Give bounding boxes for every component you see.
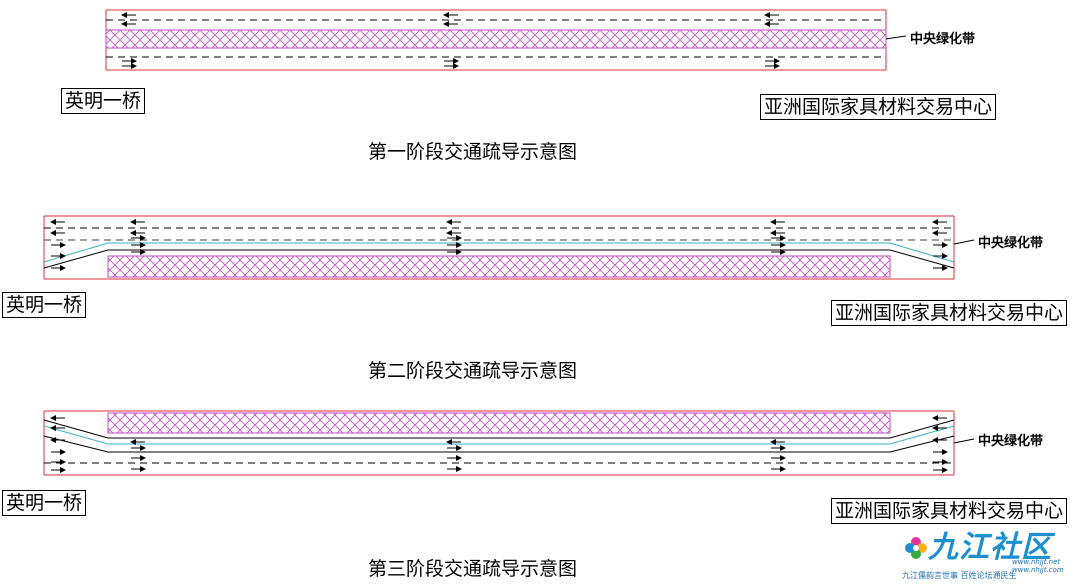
end-location-label: 亚洲国际家具材料交易中心 (831, 498, 1068, 524)
lane-boundary-line (43, 249, 955, 269)
logo-name: 九江社区 (928, 530, 1052, 565)
start-location-label: 英明一桥 (2, 292, 87, 318)
median-leader-line (953, 239, 975, 245)
logo-slogan: 九江儒韵言世事 百姓论坛通民生 (902, 571, 1017, 580)
flower-icon (905, 537, 927, 559)
lane-boundary-line (43, 419, 955, 439)
stage-1-diagram (105, 9, 907, 71)
median-leader-line (953, 438, 975, 444)
stage-1-caption: 第一阶段交通疏导示意图 (368, 141, 578, 163)
median-leader-line (885, 35, 907, 40)
median-edge-line (43, 242, 955, 263)
median-strip (105, 29, 887, 49)
median-label: 中央绿化带 (978, 434, 1044, 449)
start-location-label: 英明一桥 (2, 490, 87, 516)
median-label: 中央绿化带 (978, 236, 1044, 251)
logo-url-2: www.nhjjt.com (1012, 566, 1064, 574)
logo-url-1: www.nhjjt.net (1012, 558, 1061, 566)
lane-boundary-line (43, 435, 955, 453)
stage-2-diagram (43, 215, 975, 280)
end-location-label: 亚洲国际家具材料交易中心 (760, 94, 997, 120)
median-label: 中央绿化带 (910, 32, 976, 47)
logo-url: www.nhjjt.net www.nhjjt.com (1012, 558, 1064, 574)
stage-3-diagram (43, 410, 975, 476)
end-location-label: 亚洲国际家具材料交易中心 (831, 300, 1068, 326)
stage-2-caption: 第二阶段交通疏导示意图 (368, 360, 578, 382)
stage-3-caption: 第三阶段交通疏导示意图 (368, 558, 578, 580)
site-logo: 九江社区 www.nhjjt.net www.nhjjt.com 九江儒韵言世事… (900, 520, 1078, 584)
median-edge-line (43, 425, 955, 445)
start-location-label: 英明一桥 (61, 88, 146, 114)
median-strip (107, 412, 891, 434)
traffic-arrows (50, 12, 948, 473)
median-strip (107, 255, 891, 278)
